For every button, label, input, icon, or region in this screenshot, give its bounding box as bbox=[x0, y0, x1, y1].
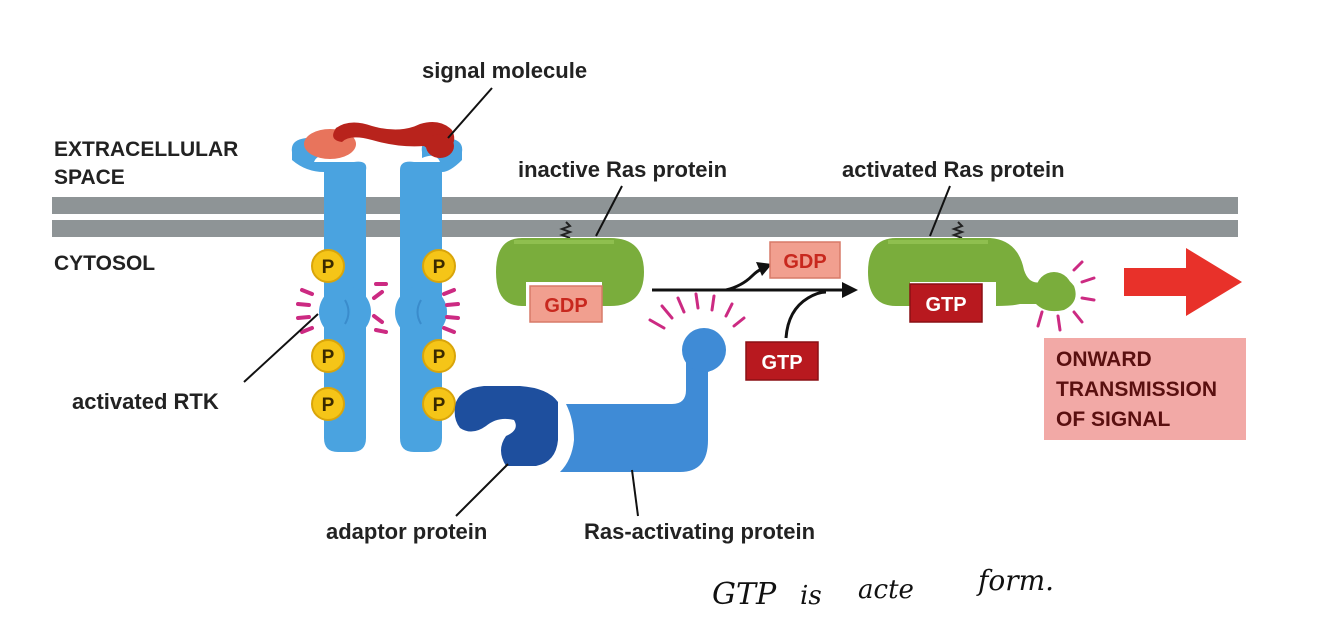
onward-transmission-box: ONWARD TRANSMISSION OF SIGNAL bbox=[1044, 338, 1246, 440]
svg-text:ONWARD: ONWARD bbox=[1056, 348, 1152, 371]
leader-lines bbox=[243, 87, 951, 517]
svg-text:P: P bbox=[322, 257, 335, 278]
activated-ras-protein: GTP bbox=[868, 221, 1096, 332]
gdp-release-arrow bbox=[725, 266, 765, 292]
svg-text:GDP: GDP bbox=[544, 295, 587, 317]
handwritten-word-1: GTP bbox=[712, 577, 777, 612]
activated-rtk-dimer bbox=[291, 138, 463, 452]
svg-text:OF SIGNAL: OF SIGNAL bbox=[1056, 408, 1171, 431]
svg-text:P: P bbox=[322, 395, 335, 416]
handwritten-note: GTP is acte form. bbox=[712, 564, 1054, 612]
phosphate-left-2: P bbox=[311, 339, 345, 373]
inactive-ras-protein: GDP bbox=[496, 221, 644, 323]
svg-text:P: P bbox=[433, 257, 446, 278]
handwritten-word-3: acte bbox=[858, 575, 914, 605]
inactive-ras-label: inactive Ras protein bbox=[518, 157, 727, 182]
onward-signal-arrow bbox=[1124, 248, 1242, 316]
nucleotide-exchange: GDP GTP bbox=[652, 241, 858, 381]
signal-molecule-label: signal molecule bbox=[422, 58, 587, 83]
handwritten-word-4: form. bbox=[976, 564, 1054, 597]
gtp-incoming-box bbox=[745, 341, 819, 381]
activated-ras-label: activated Ras protein bbox=[842, 157, 1065, 182]
svg-text:P: P bbox=[433, 347, 446, 368]
adaptor-protein bbox=[454, 386, 558, 466]
rtk-right-kinase-domain bbox=[395, 286, 447, 338]
svg-text:GDP: GDP bbox=[783, 251, 826, 273]
svg-text:P: P bbox=[433, 395, 446, 416]
phosphate-right-3: P bbox=[422, 387, 456, 421]
phosphate-left-3: P bbox=[311, 387, 345, 421]
ras-activating-protein bbox=[560, 292, 746, 472]
svg-text:GTP: GTP bbox=[761, 352, 802, 374]
gdp-released-box bbox=[769, 241, 841, 279]
extracellular-space-label-line2: SPACE bbox=[54, 166, 125, 189]
gdp-bound-box bbox=[529, 285, 603, 323]
rtk-left-kinase-domain bbox=[319, 286, 371, 338]
svg-text:GTP: GTP bbox=[925, 294, 966, 316]
handwritten-word-2: is bbox=[800, 581, 822, 611]
gtp-bound-box bbox=[909, 283, 983, 323]
activated-ras-activation-marks bbox=[1036, 260, 1096, 332]
ras-activating-protein-label: Ras-activating protein bbox=[584, 519, 815, 544]
signal-molecule bbox=[304, 122, 455, 159]
svg-text:TRANSMISSION: TRANSMISSION bbox=[1056, 378, 1217, 401]
ras-activating-protein-activation-marks bbox=[648, 292, 746, 330]
phosphate-right-1: P bbox=[422, 249, 456, 283]
svg-text:P: P bbox=[322, 347, 335, 368]
rtk-activation-marks bbox=[296, 282, 460, 334]
phosphate-groups: P P P P P P bbox=[311, 249, 456, 421]
adaptor-protein-label: adaptor protein bbox=[326, 519, 487, 544]
phosphate-left-1: P bbox=[311, 249, 345, 283]
cytosol-label: CYTOSOL bbox=[54, 252, 155, 275]
gtp-uptake-arrow bbox=[784, 290, 827, 339]
extracellular-space-label-line1: EXTRACELLULAR bbox=[54, 138, 238, 161]
plasma-membrane bbox=[52, 197, 1238, 237]
phosphate-right-2: P bbox=[422, 339, 456, 373]
activated-rtk-label: activated RTK bbox=[72, 389, 219, 414]
